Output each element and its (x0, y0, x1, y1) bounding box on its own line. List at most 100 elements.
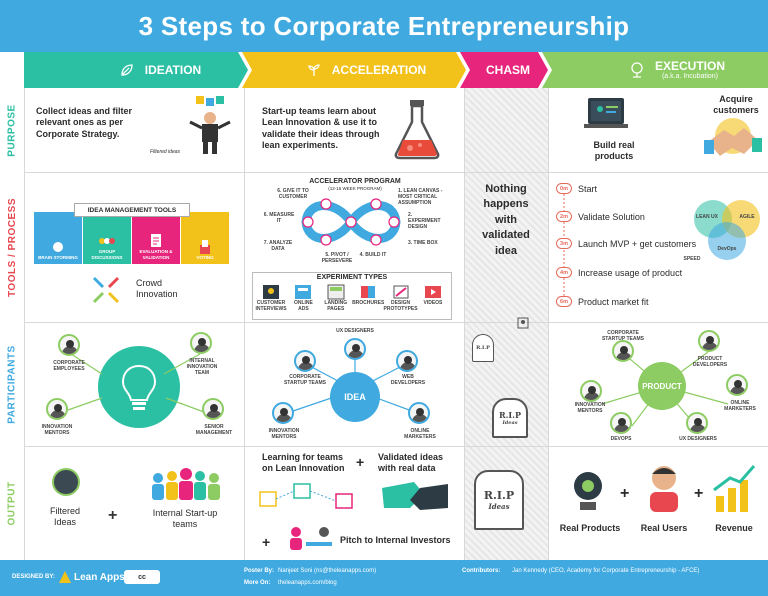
accelerator-subtitle: (12-16 WEEK PROGRAM) (328, 186, 382, 191)
venn-devops (708, 222, 746, 260)
experiment-label: LANDING PAGES (324, 300, 348, 312)
plus-icon: + (620, 485, 630, 502)
timeline-tag: 3m (556, 238, 572, 249)
tool-evaluation: EVALUATION & VALIDATION (132, 212, 180, 264)
laptop-icon (584, 98, 628, 128)
leaf-icon (119, 62, 135, 78)
poster-by-value: Nanjeet Soni (ns@theleanapps.com) (278, 568, 377, 574)
small-person-icon (517, 317, 529, 329)
participant-avatar (610, 412, 632, 434)
participant-avatar (612, 340, 634, 362)
accel-step: 6. GIVE IT TO CUSTOMER (277, 188, 309, 200)
tool-voting: VOTING (181, 212, 229, 264)
page-title: 3 Steps to Corporate Entrepreneurship (138, 10, 630, 41)
participant-label: INNOVATION MENTORS (41, 424, 73, 436)
row-label-tools: TOOLS / PROCESS (0, 172, 24, 322)
participant-label: WEB DEVELOPERS (390, 374, 426, 386)
timeline-step: Product market fit (578, 297, 649, 307)
ideation-network-lines (67, 351, 205, 413)
participant-label: SENIOR MANAGEMENT (195, 424, 233, 436)
investors-icon (290, 527, 332, 550)
participant-avatar (190, 332, 212, 354)
timeline-step: Increase usage of product (578, 268, 683, 278)
lean-apps-logo-icon (59, 571, 71, 583)
column-header-row: IDEATION ACCELERATION CHASM EXECUTION (a… (0, 52, 768, 88)
header-arrows (24, 52, 768, 88)
timeline-step: Launch MVP + get customers (578, 239, 697, 249)
row-label-participants: PARTICIPANTS (0, 322, 24, 446)
participant-avatar (408, 402, 430, 424)
purpose-label: PURPOSE (6, 103, 18, 157)
filtering-person-illustration (189, 96, 231, 154)
chasm-header: CHASM (468, 52, 548, 88)
flask-icon (394, 100, 440, 160)
acceleration-header: ACCELERATION (286, 52, 446, 88)
plus-icon: + (694, 485, 704, 502)
accel-step: 5. PIVOT / PERSEVERE (321, 252, 353, 264)
rip-text: R.I.P (499, 410, 521, 420)
participant-avatar (344, 338, 366, 360)
accel-step: 3. TIME BOX (408, 240, 438, 246)
col-divider (464, 88, 465, 560)
experiment-label: CUSTOMER INTERVIEWS (255, 300, 287, 312)
accel-step: 6. MEASURE IT (263, 212, 295, 224)
product-hub: PRODUCT (638, 362, 686, 410)
filtered-ideas-label: Filtered Ideas (49, 506, 80, 528)
rip-subtext: Ideas (488, 502, 510, 511)
participant-label: ONLINE MARKETERS (404, 428, 436, 440)
rip-tombstone-large: R.I.P Ideas (474, 470, 524, 530)
acceleration-purpose-text: Start-up teams learn about Lean Innovati… (262, 106, 380, 150)
ballot-box-icon (200, 239, 210, 254)
chasm-label: CHASM (486, 63, 530, 77)
experiment-label: DESIGN PROTOTYPES (383, 300, 418, 312)
converge-arrows-icon (92, 276, 120, 304)
crowd-innovation-hub (98, 346, 180, 428)
lightbulb-icon (121, 364, 157, 410)
sprout-icon (306, 62, 322, 78)
ideation-header-shape (24, 52, 248, 88)
ideation-purpose-text: Collect ideas and filter relevant ones a… (36, 106, 133, 139)
experiment-label: ONLINE ADS (293, 300, 313, 312)
row-label-purpose: PURPOSE (0, 88, 24, 172)
brainstorm-icon (53, 241, 63, 252)
participant-avatar (698, 330, 720, 352)
video-icon (424, 286, 441, 298)
more-on-link[interactable]: theleanapps.com/blog (278, 580, 337, 586)
experiment-types-title: EXPERIMENT TYPES (316, 274, 388, 281)
timeline-tag: 0m (556, 183, 572, 194)
pitch-text: Pitch to Internal Investors (340, 535, 451, 545)
real-users-label: Real Users (640, 523, 688, 533)
col-divider (548, 88, 549, 560)
participant-label: CORPORATE STARTUP TEAMS (601, 330, 645, 342)
execution-label: EXECUTION (654, 58, 725, 73)
col-divider (24, 88, 25, 560)
learning-text: Learning for teams on Lean Innovation (262, 452, 345, 474)
experiment-item: VIDEOS (418, 284, 448, 312)
participant-avatar (726, 374, 748, 396)
experiment-item: CUSTOMER INTERVIEWS (255, 284, 287, 312)
cc-license-badge: cc (124, 570, 160, 584)
participant-avatar (58, 334, 80, 356)
participants-label: PARTICIPANTS (6, 344, 18, 424)
tool-label: VOTING (196, 254, 214, 260)
execution-header-shape (542, 52, 768, 88)
accelerator-title: ACCELERATOR PROGRAM (309, 178, 401, 185)
interview-icon (263, 285, 279, 299)
participant-avatar (396, 350, 418, 372)
poster-by-label: Poster By: (244, 568, 275, 574)
filtered-ideas-icon (52, 468, 80, 496)
tool-group-discussions: GROUP DISCUSSIONS (83, 212, 131, 264)
row-divider (24, 446, 768, 447)
venn-label: LEAN UX (696, 214, 718, 220)
learning-flow-illustration (259, 483, 353, 509)
ads-icon (295, 285, 312, 299)
experiment-item: ONLINE ADS (288, 284, 318, 312)
participant-avatar (686, 412, 708, 434)
row-divider (24, 322, 768, 323)
accel-step: 7. ANALYZE DATA (263, 240, 293, 252)
chasm-header-shape (460, 52, 548, 88)
internal-startup-label: Internal Start-up teams (152, 508, 218, 530)
venn-label: AGILE (739, 214, 755, 220)
experiment-label: VIDEOS (423, 300, 443, 306)
experiment-label: BROCHURES (352, 300, 385, 306)
